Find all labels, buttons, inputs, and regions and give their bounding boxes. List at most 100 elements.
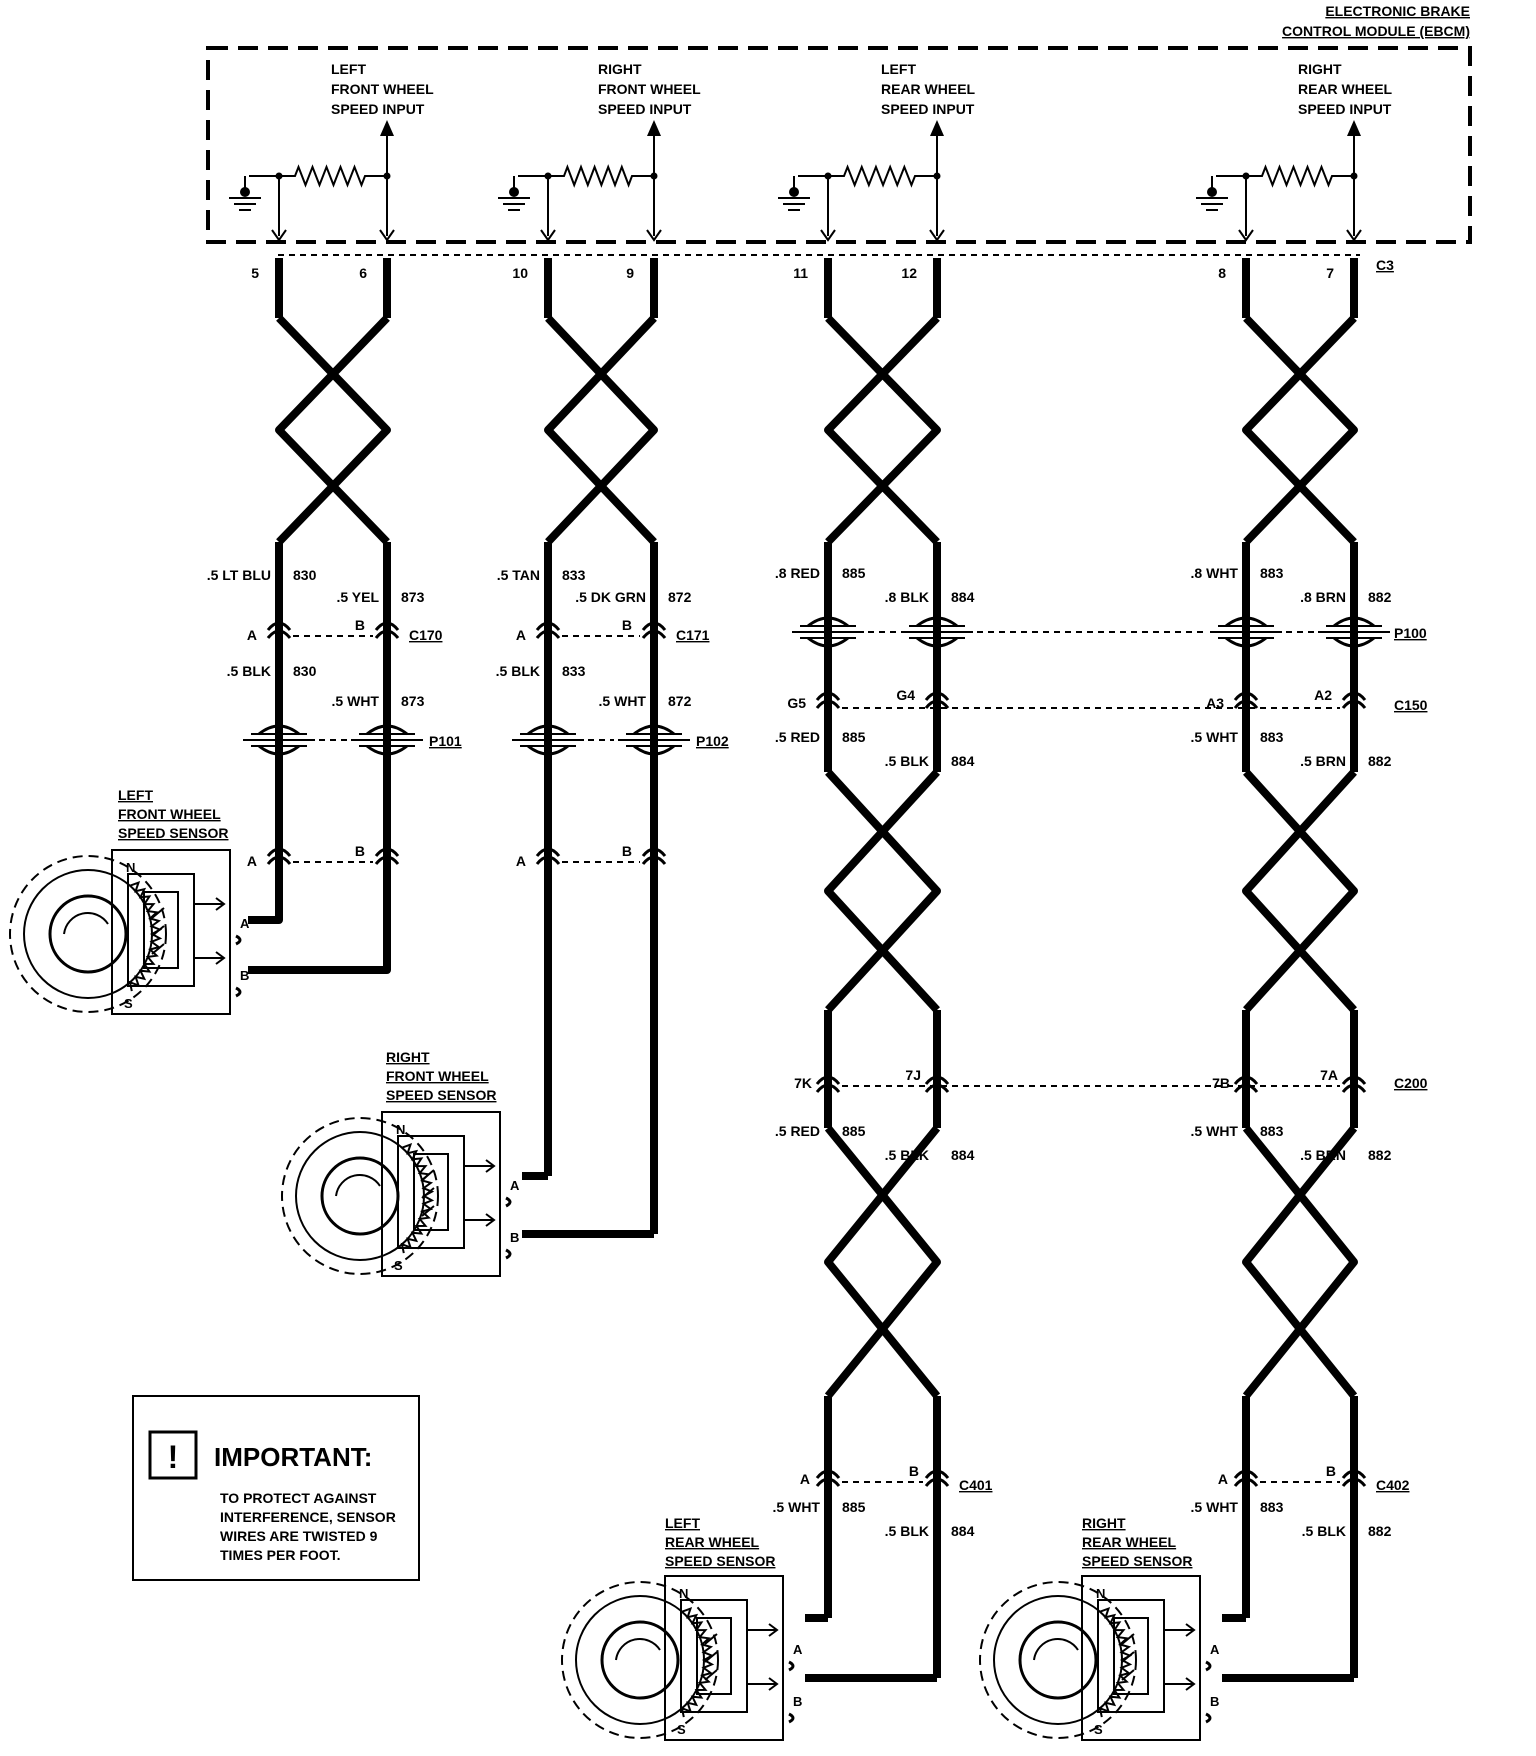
sensor-housing xyxy=(1081,1575,1201,1741)
connector-pin xyxy=(924,1469,950,1487)
circuit-number: 872 xyxy=(668,693,692,709)
important-line-4: TIMES PER FOOT. xyxy=(220,1547,341,1563)
circuit-number: 882 xyxy=(1368,753,1392,769)
connector-pin xyxy=(1233,1075,1259,1093)
terminal-letter: B xyxy=(1326,1463,1336,1479)
output-arrow-icon xyxy=(1164,1623,1196,1691)
pass-through-grommet xyxy=(243,724,315,756)
sensor-label: RIGHT xyxy=(386,1049,430,1065)
sensor-terminal-b: B xyxy=(510,1230,519,1245)
wire xyxy=(1243,315,1358,545)
pass-through-grommet xyxy=(901,616,973,648)
important-box xyxy=(132,1395,420,1581)
pin-number: 11 xyxy=(793,265,808,281)
connector-pin xyxy=(266,847,292,865)
terminal-letter: A xyxy=(516,627,526,643)
circuit-number: 885 xyxy=(842,1123,866,1139)
sensor-terminal-b: B xyxy=(793,1694,802,1709)
circuit-number: 883 xyxy=(1260,1123,1284,1139)
connector-pin xyxy=(266,621,292,639)
pole-n-label: N xyxy=(1096,1586,1105,1601)
tone-wheel-teeth-icon xyxy=(1098,1606,1133,1718)
terminal-letter: B xyxy=(355,617,365,633)
important-title: IMPORTANT: xyxy=(214,1442,372,1472)
sensor-label: FRONT WHEEL xyxy=(118,806,221,822)
connector-pin xyxy=(1233,1469,1259,1487)
circuit-number: 885 xyxy=(842,565,866,581)
connector-pin xyxy=(815,691,841,709)
output-arrow-icon xyxy=(747,1623,779,1691)
connector-pin xyxy=(815,1075,841,1093)
wire xyxy=(248,898,283,924)
tone-wheel-hub xyxy=(48,894,128,974)
wire xyxy=(544,315,657,545)
wire-gauge: .5 BLK xyxy=(885,753,929,769)
ground-dot xyxy=(240,187,250,197)
ebcm-input-label: SPEED INPUT xyxy=(881,101,975,117)
tone-wheel-teeth-icon xyxy=(400,1142,435,1254)
ground-icon xyxy=(778,176,810,211)
pin-arrow-icon xyxy=(379,229,395,242)
pass-through-grommet xyxy=(792,616,864,648)
terminal-letter: A xyxy=(1218,1471,1228,1487)
sensor-terminal-icon xyxy=(235,934,242,998)
connector-name: C170 xyxy=(409,627,443,643)
ground-icon xyxy=(498,176,530,211)
pass-through-grommet xyxy=(618,724,690,756)
pin-number: 6 xyxy=(359,265,367,281)
wire-gauge: .8 BLK xyxy=(885,589,929,605)
connector-name: C402 xyxy=(1376,1477,1410,1493)
pole-n-label: N xyxy=(679,1586,688,1601)
wire-gauge: .5 WHT xyxy=(1191,1499,1239,1515)
connector-name: C171 xyxy=(676,627,710,643)
connector-pin xyxy=(924,1075,950,1093)
ebcm-input-label: SPEED INPUT xyxy=(1298,101,1392,117)
ebcm-outline xyxy=(206,46,1472,244)
circuit-number: 882 xyxy=(1368,1523,1392,1539)
wire xyxy=(1242,1125,1358,1399)
pole-n-label: N xyxy=(396,1122,405,1137)
wire xyxy=(825,769,941,1013)
sensor-label: SPEED SENSOR xyxy=(665,1553,775,1569)
pin-number: 8 xyxy=(1218,265,1226,281)
connector-pin xyxy=(1341,1469,1367,1487)
circuit-number: 883 xyxy=(1260,1499,1284,1515)
sensor-housing xyxy=(664,1575,784,1741)
output-arrow-icon xyxy=(194,897,226,965)
terminal-letter: A xyxy=(247,627,257,643)
wire-gauge: .5 RED xyxy=(775,1123,820,1139)
pole-s-label: S xyxy=(394,1258,403,1273)
tone-wheel xyxy=(23,869,153,999)
pin-number: 12 xyxy=(901,265,917,281)
sensor-label: FRONT WHEEL xyxy=(386,1068,489,1084)
wire-gauge: .8 BRN xyxy=(1300,589,1346,605)
ebcm-input-label: SPEED INPUT xyxy=(331,101,425,117)
sensor-terminal-icon xyxy=(788,1660,795,1724)
circuit-number: 883 xyxy=(1260,565,1284,581)
important-note: ! IMPORTANT: TO PROTECT AGAINST INTERFER… xyxy=(132,1395,420,1581)
connector-pin xyxy=(924,691,950,709)
wire xyxy=(248,948,391,974)
tone-wheel-teeth-icon xyxy=(680,1606,715,1718)
caution-icon xyxy=(148,1430,198,1480)
sensor-core xyxy=(1097,1599,1165,1713)
rotation-arrow-icon xyxy=(615,1637,661,1661)
pass-through-grommet xyxy=(1318,616,1390,648)
wire-gauge: .5 YEL xyxy=(336,589,379,605)
ebcm-input-label: RIGHT xyxy=(598,61,642,77)
ebcm-title-line2: CONTROL MODULE (EBCM) xyxy=(1282,23,1470,39)
connector-name: C150 xyxy=(1394,697,1428,713)
ground-icon xyxy=(229,176,261,211)
circuit-number: 885 xyxy=(842,1499,866,1515)
circuit-number: 833 xyxy=(562,567,586,583)
wire-gauge: .5 WHT xyxy=(599,693,647,709)
wire xyxy=(824,769,940,1013)
resistor-icon xyxy=(798,164,937,188)
up-arrow-icon xyxy=(647,120,661,136)
ground-dot xyxy=(789,187,799,197)
circuit-number: 883 xyxy=(1260,729,1284,745)
sensor-terminal-icon xyxy=(505,1196,512,1260)
